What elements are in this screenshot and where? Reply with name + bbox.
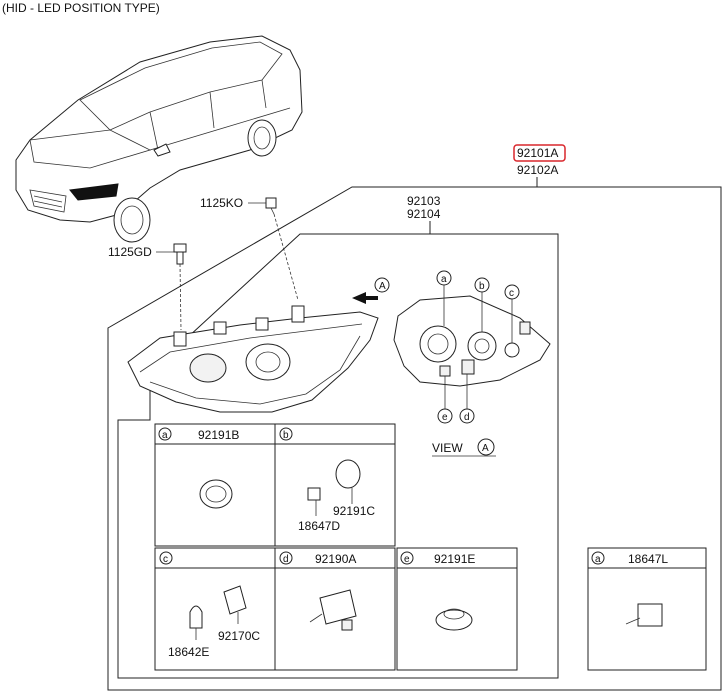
part-number-92190a[interactable]: 92190A [315, 552, 356, 566]
part-number-1125ko[interactable]: 1125KO [200, 196, 243, 210]
view-label-letter: A [482, 443, 489, 454]
component-box-a2[interactable]: a 18647L [587, 547, 707, 671]
box-a-letter: a [162, 430, 168, 441]
cap-icon [335, 459, 361, 489]
headlamp-assembly [127, 305, 379, 413]
bulb-socket-icon [223, 585, 247, 615]
large-cap-icon [435, 609, 473, 631]
socket-icon [307, 487, 321, 501]
view-arrow-icon [352, 292, 378, 304]
box-d-letter: d [283, 554, 289, 565]
component-box-e[interactable]: e 92191E [396, 547, 518, 671]
bolt-upper-icon [265, 197, 277, 215]
part-number-92170c[interactable]: 92170C [218, 629, 260, 643]
car-illustration [15, 35, 303, 243]
view-callout-b: b [479, 281, 485, 292]
part-number-92101a[interactable]: 92101A [517, 146, 558, 160]
view-callout-e: e [442, 412, 448, 423]
view-callout-c: c [509, 288, 514, 299]
diagram-title: (HID - LED POSITION TYPE) [2, 1, 160, 15]
component-box-b[interactable]: b 92191C 18647D [274, 423, 396, 547]
hid-bulb-icon [319, 589, 357, 625]
box-b-letter: b [283, 430, 289, 441]
bulb-icon [189, 605, 203, 629]
component-box-d[interactable]: d 92190A [274, 547, 396, 671]
part-number-18647l[interactable]: 18647L [628, 552, 668, 566]
view-callout-a: a [441, 274, 447, 285]
part-number-92191b[interactable]: 92191B [198, 428, 239, 442]
part-number-92103[interactable]: 92103 [407, 194, 441, 208]
box-a2-letter: a [595, 554, 601, 565]
box-c-letter: c [163, 554, 168, 565]
component-box-a[interactable]: a 92191B [154, 423, 276, 547]
part-number-18647d[interactable]: 18647D [298, 519, 340, 533]
outer-frame [107, 186, 722, 691]
part-number-92102a[interactable]: 92102A [517, 163, 558, 177]
box-e-letter: e [404, 554, 410, 565]
led-module-icon [637, 603, 663, 627]
arrow-a-letter: A [379, 281, 386, 292]
rear-view-assembly [393, 295, 551, 387]
highlight-box [513, 144, 566, 162]
part-number-18642e[interactable]: 18642E [168, 645, 209, 659]
part-number-1125gd[interactable]: 1125GD [108, 245, 152, 259]
part-number-92191e[interactable]: 92191E [434, 552, 475, 566]
view-callout-d: d [464, 412, 470, 423]
bolt-lower-icon [173, 243, 187, 265]
view-label: VIEW [432, 441, 463, 455]
part-number-92104[interactable]: 92104 [407, 207, 441, 221]
component-box-c[interactable]: c 18642E 92170C [154, 547, 276, 671]
part-number-92191c[interactable]: 92191C [333, 504, 375, 518]
dust-cap-icon [199, 479, 233, 509]
